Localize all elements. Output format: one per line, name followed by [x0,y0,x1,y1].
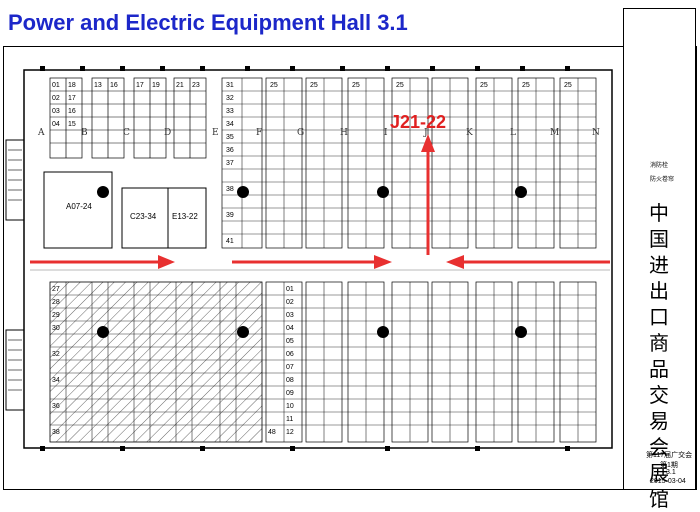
legend-hydrant-label: 消防栓 [650,163,669,169]
legend-shutter-label: 防火卷帘 [650,177,675,183]
row-letter-j: J [424,128,428,138]
booth-number: 10 [286,403,294,410]
booth-number: 39 [226,212,234,219]
booth-number: 41 [226,238,234,245]
event-name: 第117届广交会 [646,452,693,459]
booth-number: 17 [68,95,76,102]
lower-left-dividers [65,282,237,442]
aisle-arrows [30,134,610,269]
round-columns [97,186,527,338]
hall-wall [23,69,613,449]
booth-number: 16 [68,108,76,115]
booth-number: 03 [52,108,60,115]
booth-number: 05 [286,338,294,345]
upper-right-dividers [241,78,579,248]
booth-number: 28 [52,299,60,306]
booth-number: 18 [68,82,76,89]
booth-number: 12 [286,429,294,436]
booth-a07-24 [43,171,113,249]
booth-number: 16 [110,82,118,89]
booth-number: 29 [52,312,60,319]
plan-date: 2015-03-04 [650,478,686,485]
booth-e13-22 [167,187,207,249]
booth-number: 38 [52,429,60,436]
title-block-sidebar [623,8,696,490]
booth-number: 34 [52,377,60,384]
upper-right-rows [222,90,596,235]
booth-number: 25 [310,82,318,89]
booth-number: 33 [226,108,234,115]
phase-label: 第1期 [660,462,678,469]
booth-number: 32 [226,95,234,102]
booth-number: 02 [52,95,60,102]
booth-number: 25 [352,82,360,89]
booth-number: 07 [286,364,294,371]
booth-number: 04 [286,325,294,332]
booth-label-e13-22: E13-22 [172,212,198,221]
floor-plan-frame [3,46,697,490]
upper-left-booths [49,77,207,159]
booth-number: 25 [564,82,572,89]
pillars [40,66,570,451]
booth-number: 08 [286,377,294,384]
hall-number: 3.1 [666,469,676,476]
booth-number: 19 [152,82,160,89]
booth-number: 27 [52,286,60,293]
row-letter-n: N [592,128,600,138]
lower-rows [50,294,596,426]
booth-number: 04 [52,121,60,128]
booth-number: 31 [226,82,234,89]
booth-number: 25 [480,82,488,89]
upper-left-rows [50,90,206,144]
stairs-bottom [5,329,25,411]
booth-label-c23-34: C23-34 [130,212,157,221]
booth-number: 02 [286,299,294,306]
row-letter-a: A [38,128,45,138]
stairs-top [5,139,25,221]
booth-number: 01 [286,286,294,293]
upper-right-booths [221,77,597,249]
booth-number: 30 [52,325,60,332]
booth-number: 13 [94,82,102,89]
lower-right-booths [265,281,597,443]
row-letter-e: E [212,128,219,138]
booth-number: 35 [226,134,234,141]
booth-label-a07-24: A07-24 [66,202,92,211]
booth-number: 06 [286,351,294,358]
row-letter-k: K [466,128,473,138]
row-letter-l: L [510,128,516,138]
row-letter-g: G [297,128,305,138]
booth-number: 11 [286,416,294,423]
highlighted-booth-label: J21-22 [390,112,447,132]
booth-number: 25 [522,82,530,89]
row-letter-i: I [384,128,388,138]
booth-number: 25 [270,82,278,89]
booth-number: 25 [396,82,404,89]
booth-number: 21 [176,82,184,89]
booth-number: 03 [286,312,294,319]
page-title: Power and Electric Equipment Hall 3.1 [8,10,408,35]
booth-number: 37 [226,160,234,167]
hall-name-vertical: 中国进出口商品交易会展馆 [649,201,669,511]
floor-plan [5,49,684,451]
booth-number: 38 [226,186,234,193]
booth-number: 36 [226,147,234,154]
booth-number: 36 [52,403,60,410]
booth-number: 01 [52,82,60,89]
row-letter-m: M [550,128,560,138]
row-letter-c: C [123,128,130,138]
row-letter-d: D [164,128,172,138]
row-letter-f: F [256,128,263,138]
booth-number: 48 [268,429,276,436]
row-letter-h: H [340,128,348,138]
row-letter-b: B [81,128,88,138]
lower-left-hatched [49,281,263,443]
booth-number: 17 [136,82,144,89]
booth-number: 15 [68,121,76,128]
lower-right-dividers [283,282,579,442]
booth-number: 09 [286,390,294,397]
booth-number: 23 [192,82,200,89]
booth-number: 34 [226,121,234,128]
booth-number: 32 [52,351,60,358]
